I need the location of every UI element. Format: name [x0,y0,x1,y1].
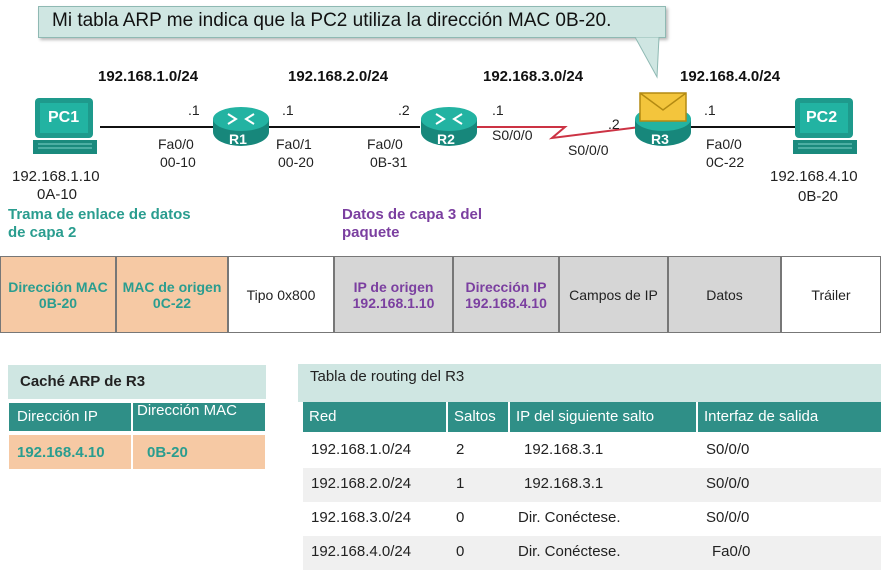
callout-tail [634,37,660,79]
r2-router-icon [421,107,477,146]
rt-cell-network: 192.168.3.0/24 [311,509,412,526]
rt-cell-interface: Fa0/0 [712,543,751,560]
rt-cell-next-hop: 192.168.3.1 [524,475,604,492]
r1-right-mac: 00-20 [278,154,314,170]
pc2-computer-icon [793,98,857,154]
r3-left-host: .2 [608,116,620,132]
frame-src-mac-title: MAC de origen [122,278,222,295]
pc2-label: PC2 [806,109,838,126]
pc2-ip: 192.168.4.10 [770,168,858,185]
r3-right-mac: 0C-22 [706,154,745,170]
rt-cell-interface: S0/0/0 [706,475,750,492]
topology-diagram [100,126,800,140]
r2-left-interface: Fa0/0 [367,136,403,152]
r2-left-mac: 0B-31 [370,154,408,170]
pc1-ip: 192.168.1.10 [12,168,100,185]
frame-dest-mac-value: 0B-20 [38,294,78,311]
r1-left-host: .1 [188,102,200,118]
frame-ip-fields: Campos de IP [559,256,668,333]
table-row: 192.168.4.0/24 0 Dir. Conéctese. Fa0/0 [303,536,881,570]
network-label-1: 192.168.1.0/24 [98,68,199,85]
frame-data: Datos [668,256,781,333]
frame-dest-mac-title: Dirección MAC [8,278,108,295]
rt-cell-next-hop: Dir. Conéctese. [518,509,621,526]
r1-left-mac: 00-10 [160,154,196,170]
r2-right-interface: S0/0/0 [492,127,533,143]
frame-src-mac-value: 0C-22 [152,294,192,311]
arp-cache-title: Caché ARP de R3 [8,365,266,399]
arp-header-ip: Dirección IP [8,402,132,432]
table-row: 192.168.1.0/24 2 192.168.3.1 S0/0/0 [303,434,881,468]
r3-right-host: .1 [704,102,716,118]
rt-header-exit-interface: Interfaz de salida [698,402,881,432]
r3-left-interface: S0/0/0 [568,142,609,158]
rt-cell-interface: S0/0/0 [706,441,750,458]
rt-cell-hops: 2 [456,441,465,458]
r1-right-interface: Fa0/1 [276,136,312,152]
arp-row-mac: 0B-20 [132,434,266,470]
frame-dest-ip-title: Dirección IP [465,278,547,295]
network-label-2: 192.168.2.0/24 [288,68,389,85]
frame-src-ip-title: IP de origen [353,278,434,295]
rt-header-next-hop: IP del siguiente salto [510,402,698,432]
table-row: 192.168.2.0/24 1 192.168.3.1 S0/0/0 [303,468,881,502]
frame-type: Tipo 0x800 [228,256,334,333]
rt-cell-network: 192.168.4.0/24 [311,543,412,560]
rt-header-network: Red [303,402,448,432]
rt-cell-interface: S0/0/0 [706,509,750,526]
envelope-icon [639,92,687,122]
frame-src-ip-value: 192.168.1.10 [352,294,435,311]
rt-cell-next-hop: Dir. Conéctese. [518,543,621,560]
table-row: 192.168.3.0/24 0 Dir. Conéctese. S0/0/0 [303,502,881,536]
pc1-computer-icon [33,98,97,154]
arp-header-mac: Dirección MAC [132,402,266,432]
arp-row-ip: 192.168.4.10 [8,434,132,470]
pc2-mac: 0B-20 [798,188,839,205]
r1-label: R1 [229,131,247,147]
routing-table-title: Tabla de routing del R3 [298,364,881,402]
pc1-mac: 0A-10 [37,186,78,203]
callout-text: Mi tabla ARP me indica que la PC2 utiliz… [52,10,612,31]
r2-right-host: .1 [492,102,504,118]
frame-trailer: Tráiler [781,256,881,333]
speech-callout [38,6,666,38]
r1-right-host: .1 [282,102,294,118]
r1-router-icon [213,107,269,146]
r3-right-interface: Fa0/0 [706,136,742,152]
rt-cell-hops: 0 [456,509,465,526]
network-label-4: 192.168.4.0/24 [680,68,781,85]
r3-label: R3 [651,131,669,147]
rt-cell-hops: 0 [456,543,465,560]
rt-cell-hops: 1 [456,475,465,492]
rt-cell-next-hop: 192.168.3.1 [524,441,604,458]
serial-link-r2-r3 [470,126,641,140]
r2-left-host: .2 [398,102,410,118]
r1-left-interface: Fa0/0 [158,136,194,152]
layer3-packet-label: Datos de capa 3 del paquete [342,206,483,241]
frame-dest-ip-value: 192.168.4.10 [465,294,547,311]
network-label-3: 192.168.3.0/24 [483,68,584,85]
r2-label: R2 [437,131,455,147]
rt-cell-network: 192.168.2.0/24 [311,475,412,492]
pc1-label: PC1 [48,109,80,126]
layer2-frame-label: Trama de enlace de datos de capa 2 [8,206,191,241]
rt-header-hops: Saltos [448,402,510,432]
rt-cell-network: 192.168.1.0/24 [311,441,412,458]
